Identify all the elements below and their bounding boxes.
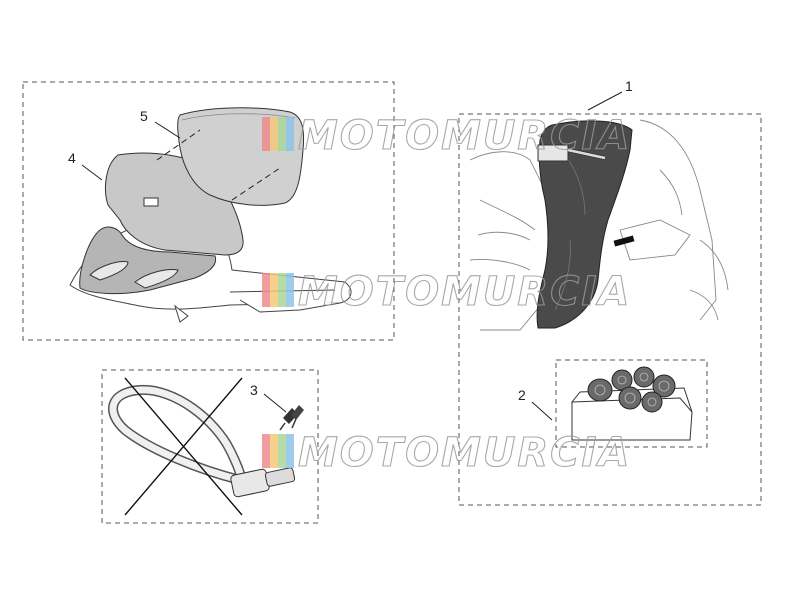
svg-text:MOTOMURCIA: MOTOMURCIA (298, 113, 631, 159)
svg-text:MOTOMURCIA: MOTOMURCIA (298, 430, 631, 476)
callout-4: 4 (68, 150, 76, 166)
ignition-key-slot (613, 235, 635, 247)
watermark-top: MOTOMURCIA (262, 112, 631, 160)
group-box-fasteners (555, 359, 708, 448)
svg-text:MOTOMURCIA: MOTOMURCIA (298, 269, 631, 315)
leader-line-3 (263, 393, 287, 413)
leader-line-2 (531, 401, 553, 421)
handlebar-lever (537, 144, 606, 162)
leader-line-5 (154, 121, 181, 139)
callout-3: 3 (250, 382, 258, 398)
assembly-line-left (156, 129, 201, 161)
callout-1: 1 (625, 78, 633, 94)
excluded-cross-mark (124, 377, 243, 516)
group-box-leg-cover (458, 113, 762, 506)
leg-cover-part-1 (536, 120, 633, 329)
watermark-bottom: MOTOMURCIA (262, 429, 631, 477)
fastener-rolls (587, 366, 676, 413)
callout-2: 2 (518, 387, 526, 403)
leader-line-1 (587, 91, 623, 111)
watermark-middle: MOTOMURCIA (262, 268, 631, 316)
group-box-cable-lock (101, 369, 319, 524)
group-box-seat-backrest (22, 81, 395, 341)
leader-line-4 (81, 164, 103, 181)
keys-part-3 (279, 405, 304, 431)
scooter-front-outline (469, 119, 729, 331)
callout-5: 5 (140, 108, 148, 124)
cable-lock-part (108, 384, 296, 498)
seat-cover-part-4 (79, 152, 244, 295)
fastener-roll-centers (594, 372, 670, 407)
